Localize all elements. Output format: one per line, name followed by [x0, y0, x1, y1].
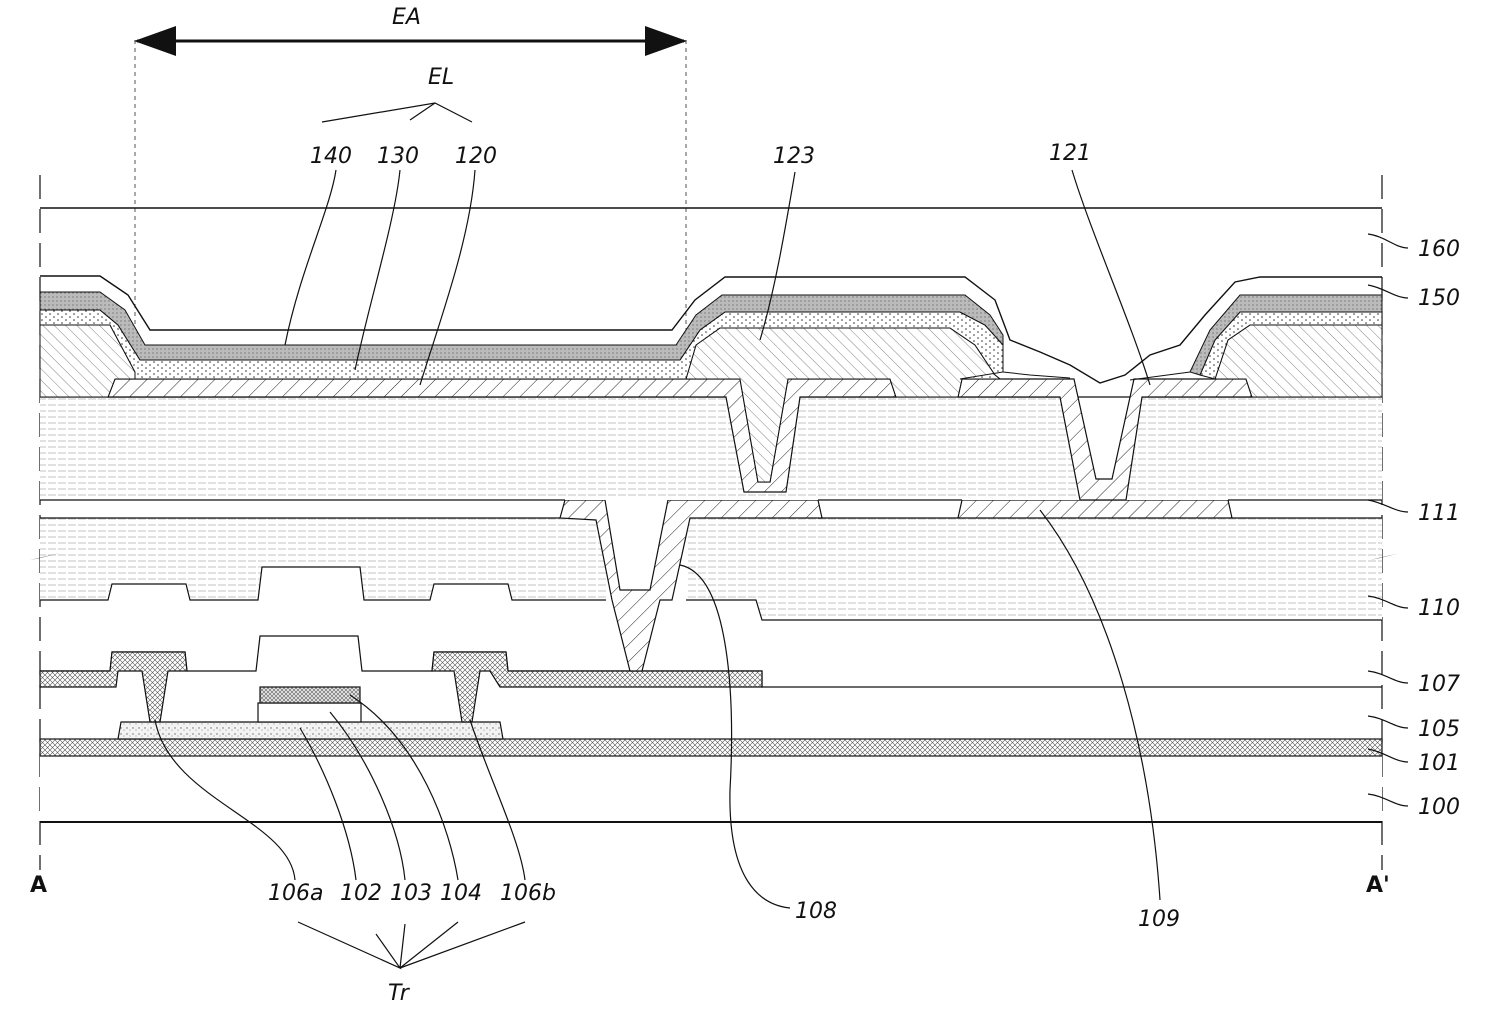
- overcoat-111: [40, 397, 1382, 500]
- label-106b: 106b: [500, 881, 556, 906]
- leader-160: [1368, 234, 1408, 248]
- substrate-layer: [40, 756, 1382, 822]
- active-layer: [118, 722, 503, 739]
- tr-bracket: [298, 922, 525, 968]
- label-110: 110: [1418, 596, 1460, 621]
- gate-electrode: [260, 687, 360, 703]
- label-109: 109: [1138, 907, 1180, 932]
- label-103: 103: [390, 881, 432, 906]
- leader-105: [1368, 716, 1408, 728]
- label-104: 104: [440, 881, 482, 906]
- label-102: 102: [340, 881, 382, 906]
- label-130: 130: [377, 144, 419, 169]
- label-section-start: A: [30, 873, 47, 898]
- label-140: 140: [310, 144, 352, 169]
- leader-107: [1368, 671, 1408, 683]
- gate-insulator: [258, 703, 361, 722]
- el-bracket: [322, 103, 472, 122]
- label-108: 108: [795, 899, 837, 924]
- label-107: 107: [1418, 672, 1460, 697]
- label-120: 120: [455, 144, 497, 169]
- leader-130: [355, 170, 400, 370]
- leader-140: [285, 170, 336, 345]
- label-111: 111: [1418, 501, 1460, 526]
- drain-electrode: [432, 652, 762, 722]
- label-ea: EA: [392, 5, 421, 30]
- leader-111: [1368, 500, 1408, 512]
- leader-121: [1072, 170, 1150, 385]
- label-section-end: A': [1366, 873, 1390, 898]
- label-101: 101: [1418, 751, 1460, 776]
- electrode-109: [958, 500, 1232, 518]
- label-106a: 106a: [268, 881, 323, 906]
- label-tr: Tr: [388, 981, 411, 1006]
- buffer-layer: [40, 739, 1382, 756]
- planarization-110-right: [686, 518, 1382, 620]
- planarization-110-left: [40, 518, 606, 600]
- source-electrode: [40, 652, 187, 722]
- label-150: 150: [1418, 286, 1460, 311]
- label-el: EL: [428, 65, 454, 90]
- label-121: 121: [1049, 141, 1091, 166]
- label-100: 100: [1418, 795, 1460, 820]
- label-160: 160: [1418, 237, 1460, 262]
- label-105: 105: [1418, 717, 1460, 742]
- label-123: 123: [773, 144, 815, 169]
